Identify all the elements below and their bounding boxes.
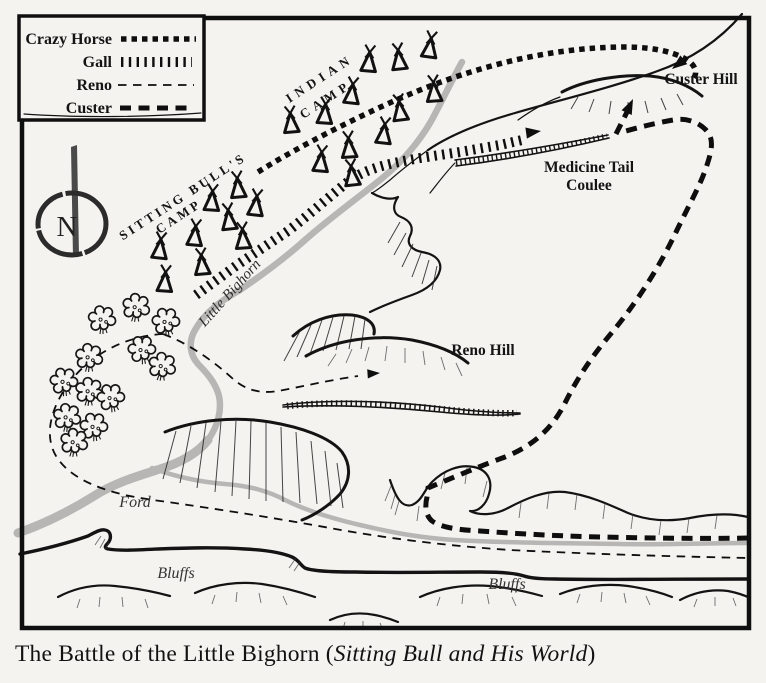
tree (48, 365, 80, 399)
tree (119, 290, 153, 325)
cliff-mid-hachures (283, 315, 366, 362)
bluff-row-hachures (76, 591, 737, 631)
medicine-tail-top (454, 134, 609, 161)
teepee (218, 200, 239, 232)
cliff-lower-hachures (162, 420, 344, 509)
medicine-tail-label-1: Medicine Tail (544, 159, 635, 176)
compass-north-letter: N (57, 211, 78, 243)
caption-italic-title: Sitting Bull and His World (333, 641, 588, 667)
reno-hill-hachures (327, 345, 463, 377)
custer-route-stem (613, 108, 631, 136)
medicine-tail-label-2: Coulee (566, 177, 612, 194)
legend-item-gall: Gall (83, 54, 192, 71)
terrain (18, 12, 752, 631)
gall-arrow (525, 125, 542, 139)
coulee-lens-top (282, 400, 521, 414)
timber-trees (48, 290, 183, 460)
reno-route-hill-branch (162, 333, 359, 393)
caption-prefix: The Battle of the Little Bighorn ( (15, 641, 334, 667)
teepee (227, 168, 248, 200)
cliff-upper (368, 191, 442, 314)
teepee (419, 28, 441, 60)
compass-circle (35, 190, 109, 258)
teepee (155, 263, 175, 293)
reno-hill-label: Reno Hill (451, 342, 515, 359)
legend-label-gall: Gall (83, 54, 113, 71)
bank-line-hachures (94, 535, 301, 572)
tree (87, 305, 117, 335)
legend-frame (17, 14, 206, 122)
routes (49, 44, 749, 559)
custer-hill-ridge (560, 74, 704, 98)
custer-hill-label: Custer Hill (664, 71, 738, 88)
custer-route (423, 116, 749, 541)
river-main (159, 58, 466, 472)
teepee (388, 40, 409, 72)
caption-suffix: ) (587, 641, 596, 667)
crazy-horse-route (256, 44, 699, 175)
bluff-arc-6 (678, 589, 752, 602)
compass-rose: N (35, 145, 109, 258)
map-caption: The Battle of the Little Bighorn (Sittin… (15, 641, 755, 668)
legend-label-reno: Reno (76, 77, 112, 94)
reno-hill-ridge (304, 336, 470, 365)
gall-route (193, 135, 524, 300)
legend-box: Crazy Horse Gall Reno Custer (17, 14, 206, 122)
medicine-tail-bottom (455, 137, 610, 167)
cliff-lower (163, 417, 350, 522)
bluffs-label-right: Bluffs (488, 576, 525, 593)
tree (73, 341, 105, 375)
teepee (246, 186, 267, 218)
legend-frame-sketch-line (23, 112, 202, 118)
legend-item-crazy-horse: Crazy Horse (25, 31, 196, 48)
teepee (359, 42, 380, 74)
bluff-arc-5 (558, 583, 674, 599)
river-southwest (13, 435, 213, 538)
ridge-line (426, 12, 744, 152)
ridge-line-2 (517, 96, 561, 121)
bank-line (18, 528, 750, 582)
bluff-arc-4 (418, 584, 544, 599)
teepee (311, 142, 332, 174)
legend-label-custer: Custer (66, 100, 112, 117)
coulee-lens-bottom (282, 405, 521, 416)
ridge-line-thin (371, 149, 429, 194)
reno-route-loop (49, 333, 749, 559)
map-border (19, 15, 752, 631)
bluff-arc-2 (193, 581, 317, 599)
medicine-tail-hatch (455, 133, 608, 166)
teepee (185, 216, 206, 248)
tree (145, 349, 180, 385)
reno-arrow (367, 368, 381, 379)
bluff-arc-3 (328, 612, 400, 624)
tree (149, 305, 183, 339)
custer-arrow (621, 96, 639, 115)
river-east-branch (149, 465, 751, 547)
hills-bottom-right (388, 465, 750, 522)
bluff-arc-1 (56, 584, 172, 599)
compass-needle (71, 145, 79, 257)
hills-bottom-right-hachures (384, 467, 718, 536)
ford-label: Ford (118, 494, 151, 511)
teepee (191, 245, 212, 277)
legend-item-reno: Reno (76, 77, 194, 94)
bluffs-label-left: Bluffs (157, 565, 194, 582)
tree (51, 402, 83, 434)
legend-item-custer: Custer (66, 100, 194, 117)
teepee (374, 114, 395, 146)
cliff-upper-hachures (387, 221, 438, 291)
cliff-mid (291, 313, 376, 338)
teepee (339, 129, 359, 159)
medicine-tail-connector (429, 162, 456, 194)
legend-label-crazy-horse: Crazy Horse (25, 31, 112, 48)
